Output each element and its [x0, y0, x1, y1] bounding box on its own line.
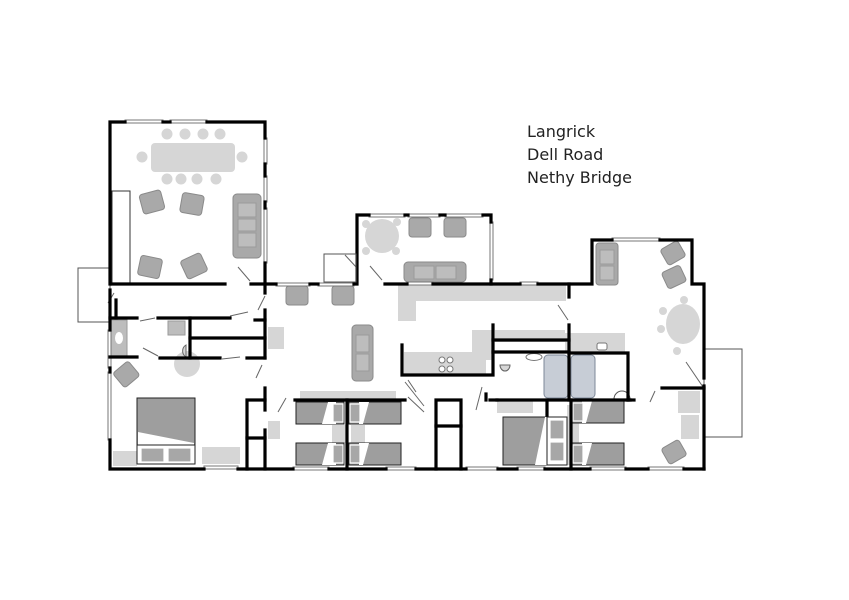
- double-bed-icon: [502, 416, 568, 466]
- address-street: Dell Road: [527, 145, 604, 164]
- bathtub-icon: [570, 354, 596, 399]
- west-porch: [77, 267, 111, 323]
- sink-icon: [596, 342, 608, 351]
- bunk-mid-mat-2: [351, 425, 365, 443]
- toilet-icon: [499, 364, 511, 372]
- east-porch: [703, 348, 743, 438]
- bunk-bed-icon: [571, 442, 625, 466]
- bunk1-cabinet: [268, 421, 280, 439]
- toilet-icon: [167, 320, 186, 336]
- armchair-icon: [661, 439, 687, 465]
- oval-table-set: [657, 296, 700, 355]
- bathtub-icon: [543, 354, 569, 399]
- sofa-icon: [351, 324, 374, 382]
- armchair-icon: [179, 192, 205, 216]
- double-bed-icon: [136, 397, 196, 465]
- fireplace: [111, 190, 131, 284]
- armchair-icon: [285, 285, 309, 306]
- kitchen-counters: [398, 285, 625, 374]
- bunk-bed-icon: [348, 442, 402, 466]
- walls: [108, 120, 706, 471]
- armchair-icon: [331, 285, 355, 306]
- bunk-bed-icon: [571, 400, 625, 424]
- address-town: Nethy Bridge: [527, 168, 632, 187]
- master-dresser: [113, 451, 137, 466]
- ensuite-basin: [109, 319, 128, 357]
- round-table-set: [362, 218, 401, 255]
- bunk1-rug: [300, 391, 396, 399]
- armchair-icon: [180, 252, 208, 280]
- armchair-icon: [443, 217, 467, 238]
- hall-side-table: [268, 327, 284, 349]
- shower-tray: [174, 351, 200, 377]
- sofa-icon: [595, 242, 619, 286]
- bunk-bed-icon: [295, 401, 345, 425]
- address-name: Langrick: [527, 122, 596, 141]
- armchair-icon: [113, 361, 140, 388]
- utility-appliance-2: [681, 415, 699, 439]
- bed3-rug: [497, 401, 533, 413]
- bunk-bed-icon: [348, 401, 402, 425]
- utility-appliance-1: [678, 391, 700, 413]
- armchair-icon: [138, 189, 166, 215]
- sofa-icon: [232, 193, 262, 259]
- armchair-icon: [137, 254, 163, 280]
- property-address: Langrick Dell Road Nethy Bridge: [527, 120, 632, 189]
- bunk-mid-mat-1: [332, 425, 346, 443]
- bunk-bed-icon: [295, 442, 345, 466]
- armchair-icon: [408, 217, 432, 238]
- armchair-icon: [661, 265, 687, 289]
- hob-icon: [438, 356, 454, 373]
- shower-icon: [613, 390, 631, 400]
- dining-table-set: [136, 128, 248, 185]
- sofa-icon: [403, 261, 467, 283]
- master-chest: [202, 447, 240, 464]
- armchair-icon: [660, 240, 686, 266]
- basin-icon: [525, 353, 543, 361]
